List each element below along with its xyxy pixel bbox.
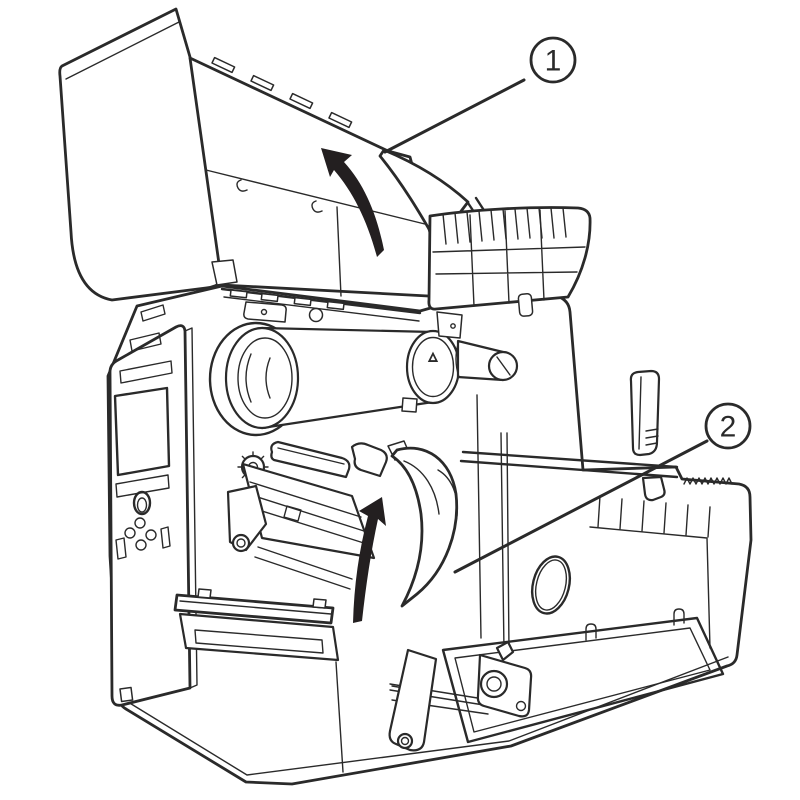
serrated-edge bbox=[683, 477, 733, 485]
media-cover bbox=[58, 7, 592, 317]
spindle-hub bbox=[405, 329, 461, 405]
control-panel bbox=[108, 324, 198, 707]
cover-hinge-strip bbox=[220, 287, 422, 323]
label-exit-slot bbox=[194, 629, 324, 654]
status-bar bbox=[119, 360, 173, 384]
callout-2: 2 bbox=[453, 402, 752, 574]
ribbon-takeup-hub bbox=[455, 339, 519, 382]
open-arrow-printhead bbox=[353, 497, 386, 623]
callout-2-leader bbox=[453, 439, 709, 574]
panel-key-right bbox=[160, 526, 171, 549]
panel-badge bbox=[129, 332, 162, 352]
callout-1: 1 bbox=[383, 36, 577, 154]
media-compartment-back-wall bbox=[476, 394, 572, 652]
base-floor bbox=[127, 608, 729, 776]
media-supply-hanger bbox=[459, 369, 679, 502]
printhead-assembly bbox=[226, 440, 459, 608]
select-button bbox=[132, 490, 152, 516]
tear-bar bbox=[173, 593, 335, 625]
cover-vent-panel bbox=[427, 206, 592, 311]
top-vent-detail bbox=[140, 304, 166, 322]
media-guide-tab bbox=[629, 369, 661, 457]
media-damper-assembly bbox=[388, 640, 533, 752]
panel-key-left bbox=[115, 537, 127, 560]
pivot-arm bbox=[226, 484, 268, 552]
cover-hinge-block bbox=[211, 259, 238, 286]
floor-hook-tab bbox=[585, 623, 597, 641]
callout-2-label: 2 bbox=[720, 411, 737, 444]
callout-2-circle bbox=[704, 402, 752, 450]
callout-1-label: 1 bbox=[545, 45, 562, 78]
nav-button-right bbox=[145, 529, 157, 541]
floor-hook-tab bbox=[673, 608, 685, 626]
open-arrow-cover bbox=[321, 148, 384, 257]
callout-1-circle bbox=[529, 36, 577, 84]
right-wall bbox=[589, 477, 733, 649]
nav-button-down bbox=[135, 539, 147, 551]
printhead-open-lever bbox=[390, 446, 459, 608]
nav-button-left bbox=[124, 527, 136, 539]
nav-button-up bbox=[134, 517, 146, 529]
tear-bar-exit bbox=[119, 588, 344, 773]
back-wall-oval-hole bbox=[530, 555, 572, 615]
lcd-display bbox=[113, 386, 171, 477]
spindle-triangle-mark: △ bbox=[429, 351, 438, 363]
ribbon-supply-spindle: △ bbox=[208, 311, 463, 437]
callout-1-leader bbox=[383, 78, 526, 154]
